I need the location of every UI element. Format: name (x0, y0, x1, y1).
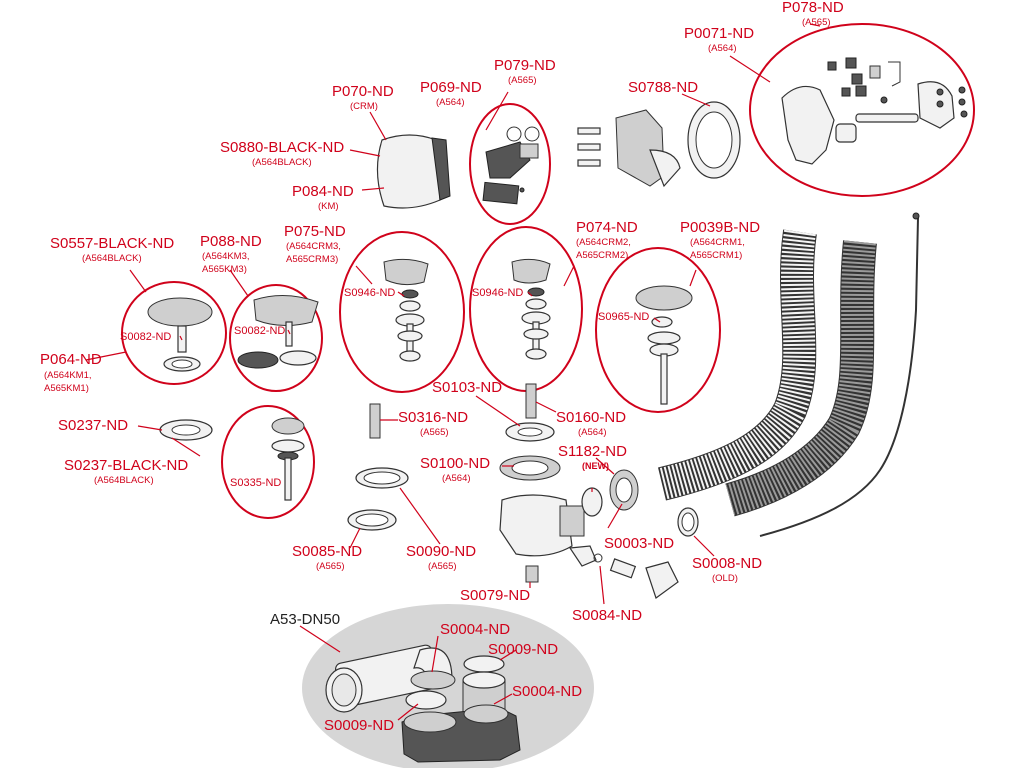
label-p079: P079-ND (494, 57, 556, 74)
label-p070-sub: (CRM) (350, 101, 378, 112)
circle-p074-group (469, 226, 583, 392)
label-s0082-a: S0082-ND (120, 331, 171, 343)
circle-p0039b-group (595, 247, 721, 413)
label-s0557-sub: (A564BLACK) (82, 253, 142, 264)
label-p078: P078-ND (782, 0, 844, 16)
circle-p075-group (339, 231, 465, 393)
overflow-hoses (658, 212, 920, 537)
label-s0090: S0090-ND (406, 543, 476, 560)
label-p079-sub: (A565) (508, 75, 537, 86)
label-s0003: S0003-ND (604, 535, 674, 552)
label-s0009-a: S0009-ND (488, 641, 558, 658)
label-s0880: S0880-BLACK-ND (220, 139, 344, 156)
label-s0946-a: S0946-ND (344, 287, 395, 299)
label-p078-sub: (A565) (802, 17, 831, 28)
label-s0008-sub: (OLD) (712, 573, 738, 584)
label-s0316: S0316-ND (398, 409, 468, 426)
label-p0039b-sub2: A565CRM1) (690, 250, 742, 261)
label-p069-sub: (A564) (436, 97, 465, 108)
leader-lines (85, 23, 821, 721)
label-s1182-new: (NEW) (582, 461, 609, 471)
loose-parts (159, 101, 741, 599)
siphon-a53-assembly (302, 604, 594, 768)
label-s0557: S0557-BLACK-ND (50, 235, 174, 252)
label-s0082-b: S0082-ND (234, 325, 285, 337)
label-p088: P088-ND (200, 233, 262, 250)
label-p084-sub: (KM) (318, 201, 339, 212)
label-s0004-b: S0004-ND (512, 683, 582, 700)
label-p074-sub1: (A564CRM2, (576, 237, 631, 248)
label-p070: P070-ND (332, 83, 394, 100)
label-p075-sub2: A565CRM3) (286, 254, 338, 265)
label-s0788: S0788-ND (628, 79, 698, 96)
label-s0316-sub: (A565) (420, 427, 449, 438)
label-s0084: S0084-ND (572, 607, 642, 624)
label-s0079: S0079-ND (460, 587, 530, 604)
part-labels: P078-ND (A565) P0071-ND (A564) S0788-ND … (40, 0, 844, 734)
label-s0085-sub: (A565) (316, 561, 345, 572)
label-s0160-sub: (A564) (578, 427, 607, 438)
label-s0100-sub: (A564) (442, 473, 471, 484)
label-s0103: S0103-ND (432, 379, 502, 396)
label-p064: P064-ND (40, 351, 102, 368)
label-p064-sub2: A565KM1) (44, 383, 89, 394)
label-s0100: S0100-ND (420, 455, 490, 472)
label-a53: A53-DN50 (270, 611, 340, 628)
label-s0085: S0085-ND (292, 543, 362, 560)
cap-p070 (376, 134, 451, 209)
label-s0008: S0008-ND (692, 555, 762, 572)
label-p0039b: P0039B-ND (680, 219, 760, 236)
label-p064-sub1: (A564KM1, (44, 370, 92, 381)
label-p0071-sub: (A564) (708, 43, 737, 54)
label-p088-sub1: (A564KM3, (202, 251, 250, 262)
label-p074-sub2: A565CRM2) (576, 250, 628, 261)
label-s0237b-sub: (A564BLACK) (94, 475, 154, 486)
label-s0946-b: S0946-ND (472, 287, 523, 299)
label-p084: P084-ND (292, 183, 354, 200)
label-s0009-b: S0009-ND (324, 717, 394, 734)
label-s0965: S0965-ND (598, 311, 649, 323)
label-s0090-sub: (A565) (428, 561, 457, 572)
circle-p069-group (469, 103, 551, 225)
label-s0880-sub: (A564BLACK) (252, 157, 312, 168)
label-s0237: S0237-ND (58, 417, 128, 434)
label-p0071: P0071-ND (684, 25, 754, 42)
label-s0160: S0160-ND (556, 409, 626, 426)
label-s1182: S1182-ND (558, 443, 627, 460)
label-p074: P074-ND (576, 219, 638, 236)
label-s0004-a: S0004-ND (440, 621, 510, 638)
circle-p088-group (229, 284, 323, 392)
label-p069: P069-ND (420, 79, 482, 96)
label-p075: P075-ND (284, 223, 346, 240)
label-p0039b-sub1: (A564CRM1, (690, 237, 745, 248)
circle-p078-group (749, 23, 975, 197)
circle-s0335-group (221, 405, 315, 519)
label-p088-sub2: A565KM3) (202, 264, 247, 275)
label-p075-sub1: (A564CRM3, (286, 241, 341, 252)
label-s0237b: S0237-BLACK-ND (64, 457, 188, 474)
label-s0335: S0335-ND (230, 477, 281, 489)
